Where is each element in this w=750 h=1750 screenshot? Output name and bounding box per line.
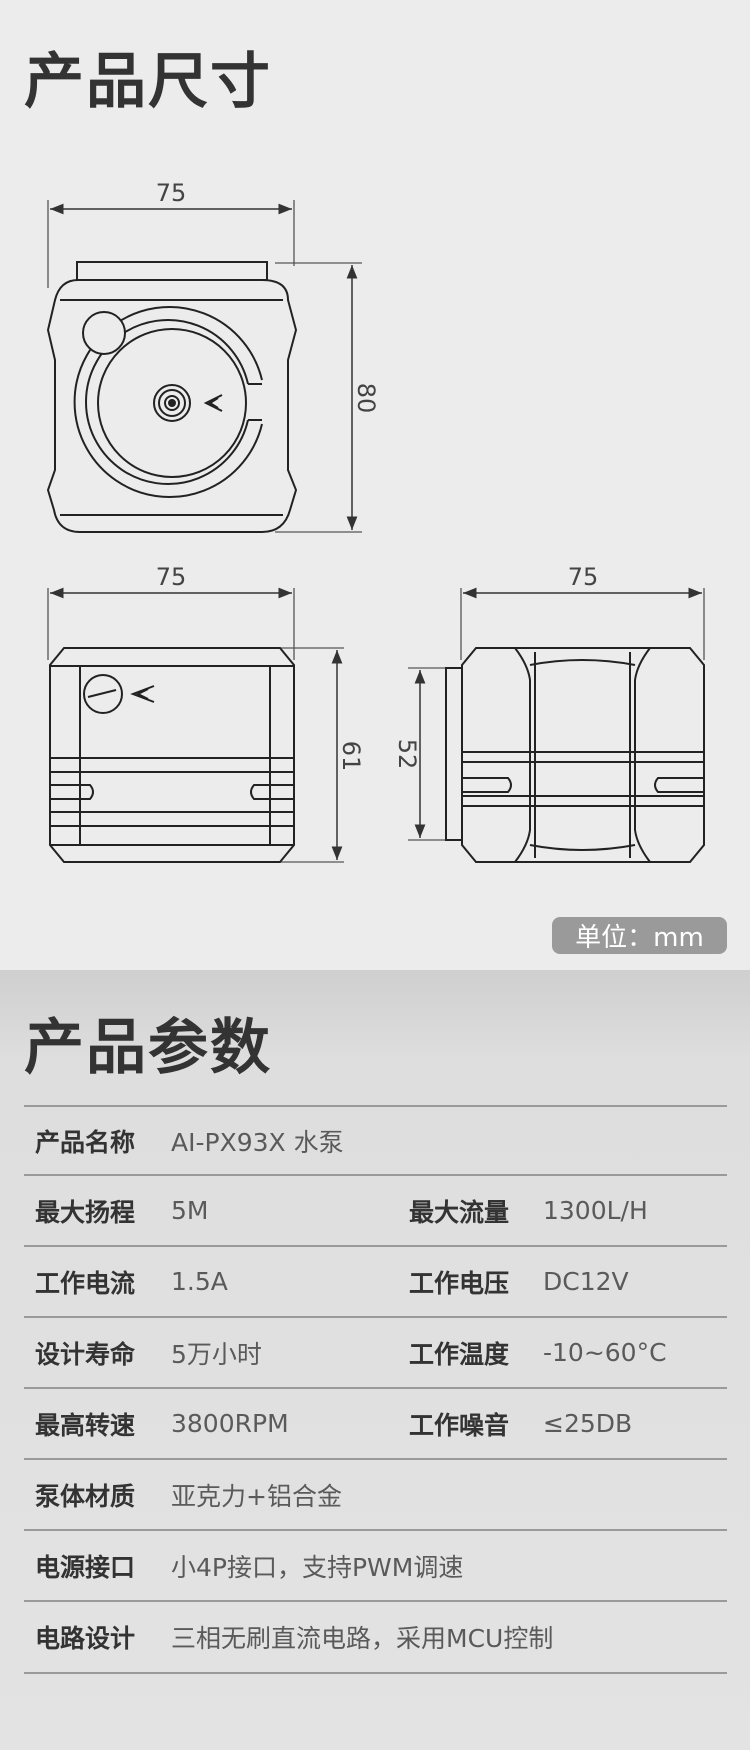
dimensions-title: 产品尺寸 — [24, 47, 272, 117]
top-height-label: 52 — [393, 739, 421, 770]
spec-label: 电源接口 — [35, 1552, 136, 1582]
spec-table: 产品名称 AI-PX93X 水泵 最大扬程 5M 最大流量 1300L/H 工作… — [24, 1105, 727, 1674]
spec-label: 电路设计 — [35, 1624, 136, 1653]
spec-value: 3800RPM — [171, 1409, 289, 1438]
spec-value: -10~60°C — [543, 1338, 667, 1367]
spec-value: 5万小时 — [171, 1339, 262, 1369]
spec-label: 泵体材质 — [35, 1481, 136, 1511]
side-height-label: 61 — [337, 741, 365, 772]
spec-label: 最大扬程 — [35, 1197, 136, 1227]
spec-value: AI-PX93X 水泵 — [171, 1127, 344, 1157]
spec-value: 亚克力+铝合金 — [171, 1481, 342, 1511]
side-view — [47, 587, 344, 863]
spec-label: 工作电流 — [35, 1268, 136, 1298]
spec-value: 1300L/H — [543, 1196, 648, 1225]
spec-value: ≤25DB — [543, 1409, 633, 1438]
dimensions-section: 产品尺寸 — [24, 47, 727, 954]
spec-label: 工作噪音 — [409, 1410, 510, 1440]
front-view — [46, 200, 362, 533]
specs-section: 产品参数 产品名称 AI-PX93X 水泵 最大扬程 5M 最大流量 1300L… — [0, 970, 750, 1750]
front-width-label: 75 — [156, 179, 187, 207]
top-width-label: 75 — [568, 563, 599, 591]
spec-row: 最高转速 3800RPM 工作噪音 ≤25DB — [24, 1387, 727, 1458]
side-width-label: 75 — [156, 563, 187, 591]
spec-value: 小4P接口，支持PWM调速 — [171, 1552, 464, 1582]
spec-value: DC12V — [543, 1267, 629, 1296]
unit-badge: 单位：mm — [552, 917, 727, 954]
spec-value: 三相无刷直流电路，采用MCU控制 — [171, 1624, 554, 1653]
spec-value: 1.5A — [171, 1267, 228, 1296]
spec-label: 最大流量 — [409, 1197, 510, 1227]
spec-label: 工作温度 — [409, 1339, 510, 1369]
spec-label: 产品名称 — [35, 1127, 136, 1157]
spec-row: 电源接口 小4P接口，支持PWM调速 — [24, 1529, 727, 1600]
spec-value: 5M — [171, 1196, 209, 1225]
specs-title: 产品参数 — [24, 1013, 272, 1083]
top-view — [408, 587, 705, 863]
spec-row: 泵体材质 亚克力+铝合金 — [24, 1458, 727, 1529]
spec-row: 电路设计 三相无刷直流电路，采用MCU控制 — [24, 1600, 727, 1674]
spec-label: 最高转速 — [35, 1410, 136, 1440]
spec-row: 最大扬程 5M 最大流量 1300L/H — [24, 1174, 727, 1245]
spec-label: 设计寿命 — [35, 1339, 136, 1369]
spec-row: 设计寿命 5万小时 工作温度 -10~60°C — [24, 1316, 727, 1387]
spec-row: 工作电流 1.5A 工作电压 DC12V — [24, 1245, 727, 1316]
front-height-label: 80 — [352, 383, 380, 414]
spec-label: 工作电压 — [409, 1268, 510, 1298]
spec-row: 产品名称 AI-PX93X 水泵 — [24, 1105, 727, 1174]
technical-drawing: 75 80 75 61 — [46, 179, 705, 863]
